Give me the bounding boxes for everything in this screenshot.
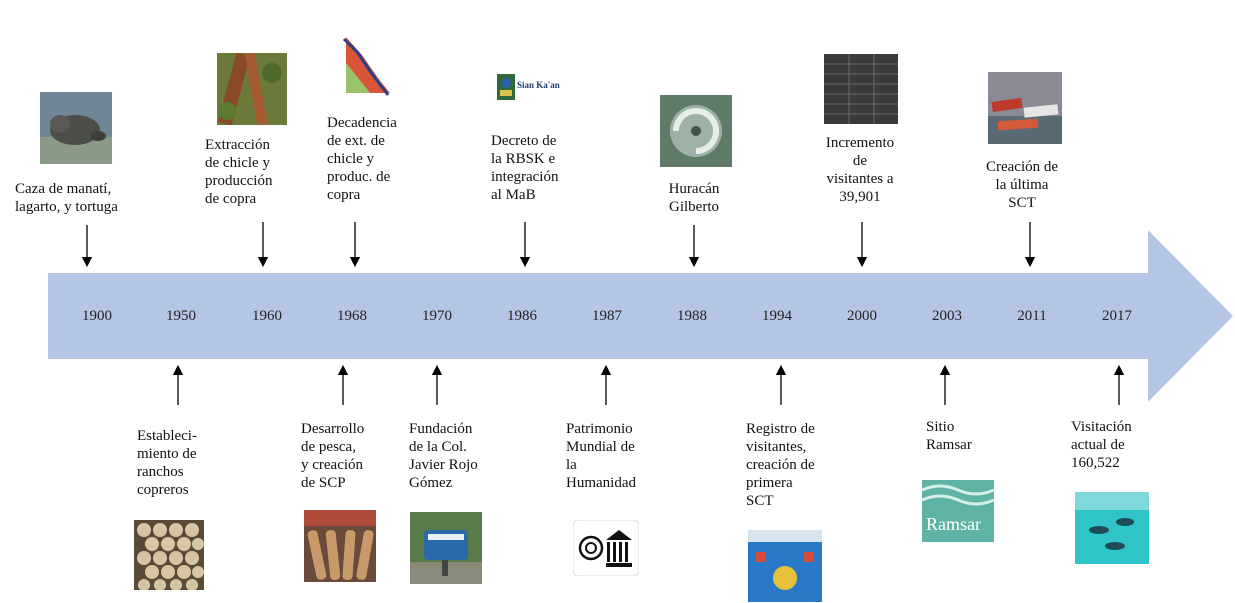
event-text: Fundación de la Col. Javier Rojo Gómez [409, 421, 478, 491]
snorkeling-photo [1075, 492, 1149, 564]
coconuts-photo [134, 520, 204, 590]
year-label: 1988 [677, 308, 707, 324]
unesco-logo [573, 520, 639, 576]
event-text: Desarrollo de pesca, y creación de SCP [301, 421, 365, 491]
event-text: Caza de manatí, lagarto, y tortuga [15, 181, 118, 215]
boats-photo [988, 72, 1062, 144]
chicle-tree-photo [217, 53, 287, 125]
event-text: Visitación actual de 160,522 [1071, 419, 1132, 471]
event-text: Incremento de visitantes a 39,901 [825, 135, 895, 205]
event-text: Decreto de la RBSK e integración al MaB [491, 133, 559, 203]
event-text: Sitio Ramsar [926, 419, 972, 453]
event-text: Extracción de chicle y producción de cop… [205, 137, 273, 207]
year-label: 1987 [592, 308, 622, 324]
visitor-table-photo [824, 54, 898, 124]
sian-kaan-logo: Sian Ka'an [497, 72, 567, 102]
year-label: 1970 [422, 308, 452, 324]
year-label: 1900 [82, 308, 112, 324]
event-text: Patrimonio Mundial de la Humanidad [566, 421, 636, 491]
year-label: 2011 [1017, 308, 1047, 324]
year-label: 1968 [337, 308, 367, 324]
fishing-photo [304, 510, 376, 582]
ramsar-logo-text: Ramsar [926, 514, 981, 534]
event-text: Registro de visitantes, creación de prim… [746, 421, 815, 509]
year-label: 2017 [1102, 308, 1132, 324]
year-label: 2000 [847, 308, 877, 324]
event-text: Decadencia de ext. de chicle y produc. d… [327, 115, 397, 203]
event-text: Creación de la última SCT [985, 159, 1059, 211]
year-label: 1960 [252, 308, 282, 324]
sian-kaan-logo-text: Sian Ka'an [517, 80, 560, 90]
year-label: 2003 [932, 308, 962, 324]
decline-chart-icon [340, 33, 396, 99]
year-label: 1994 [762, 308, 792, 324]
sign-photo [410, 512, 482, 584]
event-text: Huracán Gilberto [668, 181, 720, 215]
ramsar-logo: Ramsar [922, 480, 994, 542]
year-label: 1950 [166, 308, 196, 324]
blue-building-photo [748, 530, 822, 602]
manatee-photo [40, 92, 112, 164]
year-label: 1986 [507, 308, 537, 324]
hurricane-photo [660, 95, 732, 167]
event-text: Estableci- miento de ranchos copreros [137, 428, 197, 498]
